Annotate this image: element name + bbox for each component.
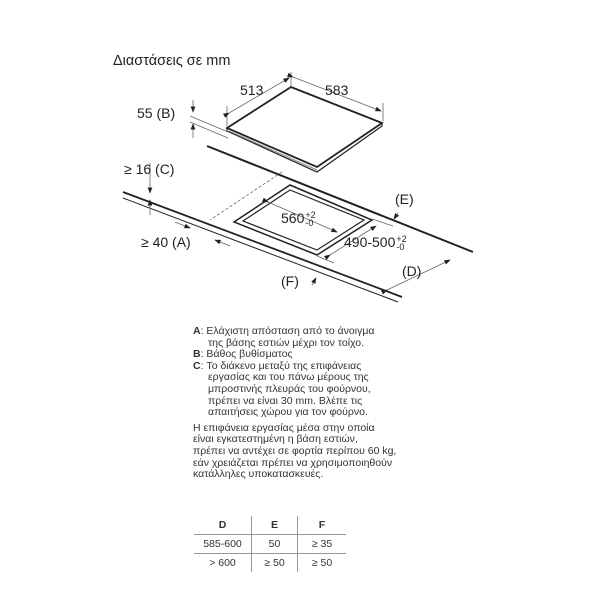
label-e: (E): [395, 191, 414, 207]
page-title: Διαστάσεις σε mm: [113, 53, 231, 69]
cutout-depth-label: 490-500+2-0: [344, 234, 407, 253]
table-row: 585-600 50 ≥ 35: [194, 534, 346, 554]
hob-width-label: 583: [325, 82, 349, 98]
note-a-text: : Ελάχιστη απόσταση από το άνοιγμα: [200, 325, 375, 337]
note-a-text-2: της βάσης εστιών μέχρι τον τοίχο.: [208, 336, 365, 349]
clearance-table: D E F 585-600 50 ≥ 35 > 600 ≥ 50 ≥ 50: [194, 516, 346, 572]
cutout-width-value: 560: [281, 210, 305, 226]
note-b-key: B: [193, 348, 201, 361]
header-f: F: [297, 516, 346, 535]
hob-outline: [225, 85, 384, 173]
cutout-width-tol-plus: +2: [305, 210, 316, 221]
cell-d: > 600: [209, 557, 236, 569]
cutout-depth-tol-minus: -0: [396, 242, 405, 253]
worktop-note-1: Η επιφάνεια εργασίας μέσα στην οποία: [193, 421, 375, 434]
cell-f: ≥ 35: [297, 534, 346, 554]
header-d: D: [194, 516, 252, 535]
note-c-text-5: απαιτήσεις χώρου για τον φούρνο.: [208, 406, 368, 419]
table-header: D E F: [194, 516, 346, 535]
cutout-depth-value: 490-500: [344, 234, 396, 250]
cutout-outline: [232, 184, 374, 256]
note-c-text-2: εργασίας και του πάνω μέρους της: [208, 371, 369, 384]
note-c-text: : Το διάκενο μεταξύ της επιφάνειας: [200, 359, 362, 372]
note-c-key: C: [193, 359, 201, 372]
label-d: (D): [402, 263, 422, 279]
note-c-text-3: μπροστινής πλευράς του φούρνου,: [208, 382, 371, 395]
note-b-text: : Βάθος βυθίσματος: [200, 348, 293, 361]
hob-depth-label: 513: [240, 82, 264, 98]
note-c-text-4: πρέπει να είναι 30 mm. Βλέπε τις: [208, 394, 363, 407]
label-f: (F): [281, 273, 299, 289]
worktop-note-2: είναι εγκατεστημένη η βάση εστιών,: [193, 433, 358, 446]
cell-d: 585-600: [194, 534, 252, 554]
worktop-outline: [122, 145, 474, 303]
cell-e: ≥ 50: [251, 553, 298, 572]
worktop-note-4: εάν χρειάζεται πρέπει να χρησιμοποιηθούν: [193, 456, 393, 469]
note-a-key: A: [193, 325, 201, 337]
worktop-note-3: πρέπει να αντέχει σε φορτία περίπου 60 k…: [193, 444, 397, 457]
hob-height-label-b: 55 (B): [137, 105, 176, 121]
cutout-width-tol-minus: -0: [305, 218, 314, 229]
cell-e: 50: [251, 534, 298, 554]
table-row: > 600 ≥ 50 ≥ 50: [194, 553, 346, 572]
cutout-dimension-lines: [147, 163, 451, 295]
cutout-width-label: 560+2-0: [281, 210, 316, 229]
legend-notes: A: Ελάχιστη απόσταση από το άνοιγμα της …: [193, 325, 397, 481]
cutout-depth-tol-plus: +2: [396, 234, 407, 245]
header-e: E: [251, 516, 298, 535]
gap-a-label: ≥ 40 (A): [141, 234, 191, 250]
worktop-note-5: κατάλληλες υποκατασκευές.: [193, 468, 324, 481]
cell-f: ≥ 50: [297, 553, 346, 572]
gap-c-label: ≥ 16 (C): [124, 161, 175, 177]
hob-dimension-lines: [189, 72, 384, 139]
